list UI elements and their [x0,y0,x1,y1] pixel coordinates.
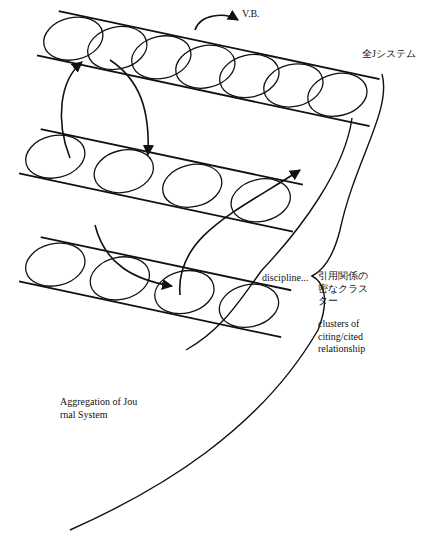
journal-coil [21,129,89,183]
journal-coil [215,49,283,103]
band-edge [59,11,380,79]
journal-coil [171,40,239,94]
aggregation-label: Aggregation of Journal System [60,396,140,421]
discipline-boundary [186,118,352,350]
journal-coil [21,237,89,291]
journal-band [13,0,381,345]
journal-coil [259,58,327,112]
system-boundary [70,74,384,530]
journal-coil [227,173,295,227]
band-edge [37,55,370,126]
journal-coil [158,159,226,213]
system-label: 全Jシステム [362,48,416,61]
journal-coil [127,30,195,84]
journal-coil [39,11,107,65]
band-edge [19,173,293,231]
journal-coil [303,68,371,122]
journal-coil [215,279,283,333]
citation-arrow [95,225,172,286]
citation-arrow [110,60,148,155]
cluster-label-en: clusters of citing/cited relationship [318,318,396,356]
cluster-label-ja: 引用関係の密なクラスター [318,270,374,308]
journal-band [31,0,381,134]
vb-label: V.B. [242,8,260,21]
band-edge [41,129,303,185]
citation-arrow [61,62,82,158]
journal-band [13,118,304,239]
band-edge [19,281,281,337]
journal-coil [150,265,218,319]
journal-coil [83,21,151,75]
discipline-label: discipline... [262,272,308,285]
vb-arrow [195,15,238,30]
